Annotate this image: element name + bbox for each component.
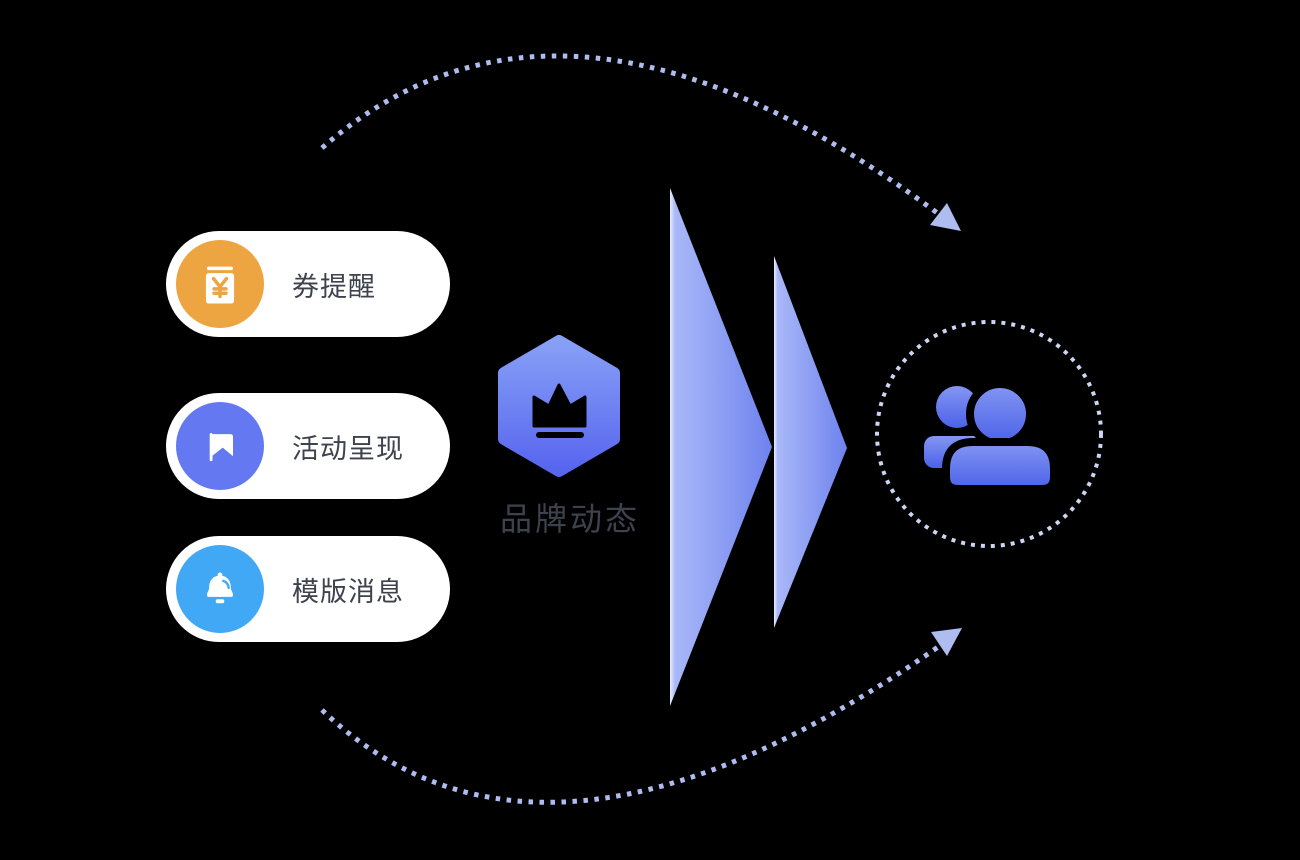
bell-icon <box>176 545 264 633</box>
arrowhead-icon <box>931 628 962 656</box>
bottom-dotted-arc <box>320 628 962 805</box>
pill-label: 模版消息 <box>292 576 404 607</box>
audience-circle <box>875 320 1103 548</box>
crown-icon <box>532 383 587 438</box>
pill-label: 活动呈现 <box>292 433 404 464</box>
flow-triangle-small <box>774 256 847 628</box>
hexagon-badge <box>498 335 620 477</box>
coupon-icon <box>176 240 264 328</box>
feature-pill-coupon: 券提醒 <box>166 231 450 337</box>
feature-pill-activity: 活动呈现 <box>166 393 450 499</box>
top-dotted-arc <box>320 53 961 231</box>
flow-triangle-large <box>670 188 772 706</box>
hub-label: 品牌动态 <box>499 501 640 537</box>
users-icon <box>924 380 1058 493</box>
pill-label: 券提醒 <box>292 271 376 302</box>
feature-pill-template: 模版消息 <box>166 536 450 642</box>
arrowhead-icon <box>930 203 961 231</box>
flag-icon <box>176 402 264 490</box>
